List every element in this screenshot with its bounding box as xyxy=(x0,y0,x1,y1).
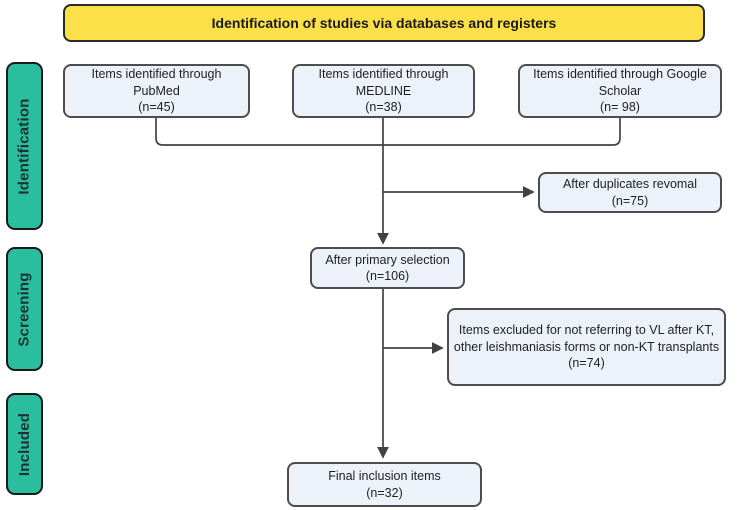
box-text-line: Scholar xyxy=(598,83,642,98)
stage-label-text: Identification xyxy=(16,97,34,195)
stage-label-identification: Identification xyxy=(6,62,43,230)
box-items-google-scholar: Items identified through Google Scholar … xyxy=(518,64,722,118)
box-count: (n=74) xyxy=(568,356,605,371)
stage-label-included: Included xyxy=(6,393,43,495)
box-text-line: Items identified through xyxy=(318,67,449,82)
box-count: (n=32) xyxy=(366,485,403,500)
box-count: (n=38) xyxy=(365,100,402,115)
banner-title-bar: Identification of studies via databases … xyxy=(63,4,705,42)
box-text-line: Items identified through xyxy=(91,67,222,82)
box-items-medline: Items identified through MEDLINE (n=38) xyxy=(292,64,475,118)
box-items-excluded: Items excluded for not referring to VL a… xyxy=(447,308,726,386)
box-count: (n= 98) xyxy=(600,100,640,115)
box-items-pubmed: Items identified through PubMed (n=45) xyxy=(63,64,250,118)
box-text-line: other leishmaniasis forms or non-KT tran… xyxy=(453,339,720,354)
box-after-duplicates-removal: After duplicates revomal (n=75) xyxy=(538,172,722,213)
stage-label-screening: Screening xyxy=(6,247,43,371)
box-final-inclusion: Final inclusion items (n=32) xyxy=(287,462,482,507)
box-text-line: Items identified through Google xyxy=(533,67,707,82)
stage-label-text: Included xyxy=(16,412,33,476)
box-text-line: Items excluded for not referring to VL a… xyxy=(458,323,715,338)
box-count: (n=106) xyxy=(365,269,410,283)
box-text-line: After primary selection xyxy=(325,252,450,267)
connector-pubmed-merge xyxy=(155,118,383,146)
box-count: (n=45) xyxy=(138,100,175,115)
box-text-line: After duplicates revomal xyxy=(562,177,698,191)
banner-title: Identification of studies via databases … xyxy=(211,15,557,31)
stage-label-text: Screening xyxy=(16,271,34,347)
connector-google-merge xyxy=(383,118,621,146)
box-after-primary-selection: After primary selection (n=106) xyxy=(310,247,465,289)
box-text-line: PubMed xyxy=(133,83,180,98)
box-text-line: Final inclusion items xyxy=(328,469,441,483)
box-text-line: MEDLINE xyxy=(355,83,412,98)
box-count: (n=75) xyxy=(611,193,649,208)
